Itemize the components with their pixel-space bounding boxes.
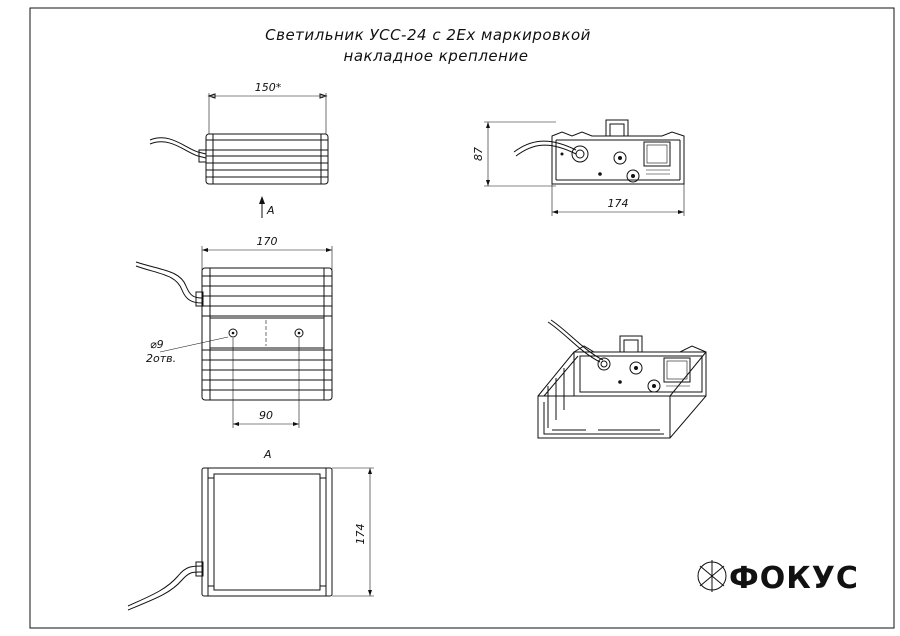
bottom-view-a: A 174: [127, 448, 374, 611]
title-line-1: Светильник УСС-24 с 2Ех маркировкой: [265, 26, 591, 44]
view-label: A: [263, 448, 272, 461]
fokus-logo: ФОКУС: [697, 560, 859, 596]
view-arrow-a: A: [259, 196, 275, 218]
drawing-frame: [29, 7, 895, 629]
dim-top-width: 150*: [255, 81, 282, 94]
dim-bottom-depth: 174: [354, 524, 367, 545]
dim-side-height: 87: [472, 147, 485, 161]
isometric-view: [537, 319, 707, 439]
logo-text: ФОКУС: [729, 561, 859, 596]
title-line-2: накладное крепление: [344, 47, 529, 65]
dim-hole-diameter: ⌀9: [150, 338, 164, 351]
arrow-label: A: [266, 204, 275, 217]
top-view: 150*: [149, 81, 329, 185]
dim-hole-count: 2отв.: [146, 352, 176, 365]
dim-side-width: 174: [608, 197, 629, 210]
dim-hole-spacing: 90: [259, 409, 273, 422]
front-view: 170 ⌀9 2отв. 90: [135, 235, 333, 428]
dim-front-width: 170: [257, 235, 278, 248]
side-view: 87 174: [472, 119, 685, 216]
